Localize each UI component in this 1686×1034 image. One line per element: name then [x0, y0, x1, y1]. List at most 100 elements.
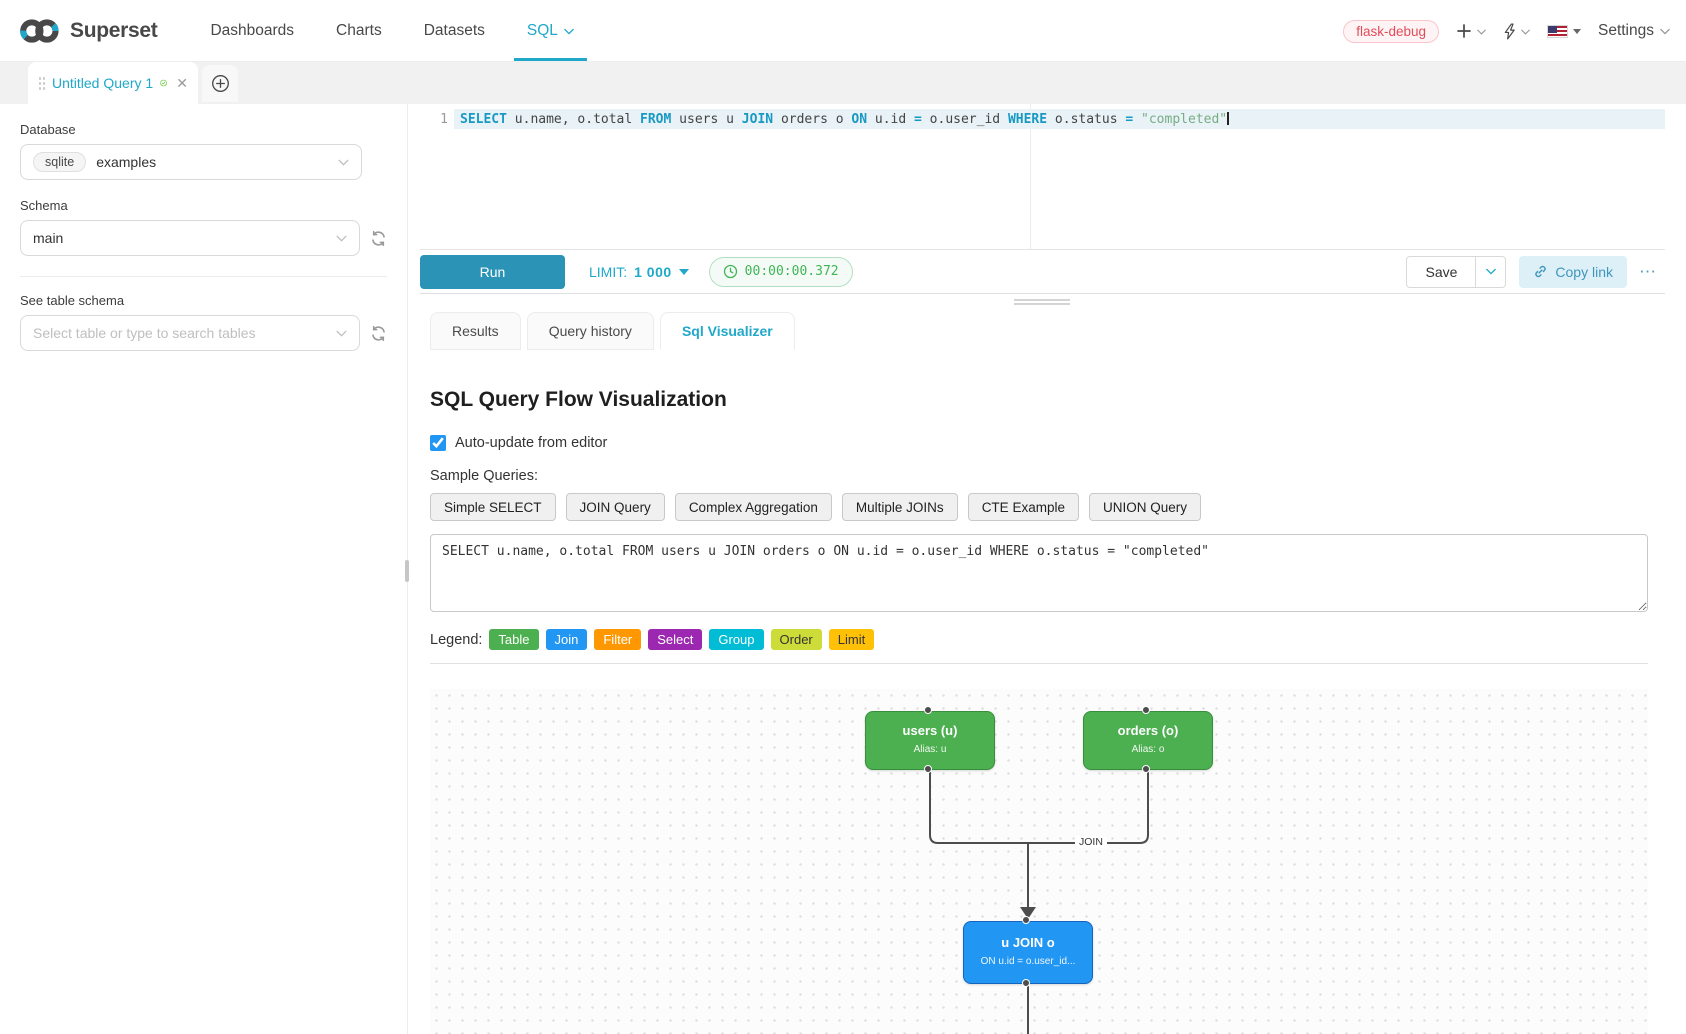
- run-button[interactable]: Run: [420, 254, 565, 289]
- table-select[interactable]: Select table or type to search tables: [20, 315, 360, 351]
- sidebar-divider: [20, 276, 387, 277]
- schema-label: Schema: [20, 198, 68, 213]
- chevron-down-icon: [1521, 22, 1530, 40]
- save-button[interactable]: Save: [1406, 255, 1477, 288]
- caret-down-icon: [678, 268, 689, 275]
- language-picker[interactable]: [1546, 24, 1581, 38]
- top-navbar: Superset Dashboards Charts Datasets SQL …: [0, 0, 1686, 62]
- refresh-tables-icon[interactable]: [370, 325, 387, 342]
- node-handle[interactable]: [1142, 706, 1150, 714]
- chevron-down-icon: [564, 22, 574, 40]
- plus-icon: [1457, 24, 1471, 38]
- sample-union-query-button[interactable]: UNION Query: [1088, 493, 1201, 521]
- node-title: orders (o): [1117, 723, 1179, 738]
- node-handle[interactable]: [924, 706, 932, 714]
- check-circle-icon: [160, 79, 167, 87]
- settings-menu[interactable]: Settings: [1598, 22, 1670, 40]
- sample-multiple-joins-button[interactable]: Multiple JOINs: [841, 493, 958, 521]
- link-icon: [1535, 265, 1547, 278]
- query-tab-bar: Untitled Query 1 ✕: [0, 62, 1686, 104]
- sample-query-buttons: Simple SELECT JOIN Query Complex Aggrega…: [430, 493, 1648, 521]
- main-nav: Dashboards Charts Datasets SQL: [189, 0, 594, 61]
- tab-query-history[interactable]: Query history: [526, 312, 654, 350]
- legend-badge-group: Group: [709, 629, 764, 650]
- more-actions-button[interactable]: ⋯: [1639, 261, 1657, 281]
- new-item-button[interactable]: [1456, 22, 1486, 40]
- nav-item-charts[interactable]: Charts: [336, 21, 382, 39]
- editor-toolbar: Run LIMIT:1 000 00:00:00.372 Save Copy l…: [420, 250, 1665, 294]
- sql-editor[interactable]: 1 SELECT u.name, o.total FROM users u JO…: [420, 104, 1665, 250]
- active-nav-underline: [513, 58, 587, 61]
- query-text-input[interactable]: SELECT u.name, o.total FROM users u JOIN…: [430, 534, 1648, 612]
- save-split-button: Save: [1406, 255, 1507, 288]
- flow-node-users[interactable]: users (u) Alias: u: [865, 711, 995, 770]
- lightning-bolt-icon: [1504, 22, 1515, 40]
- refresh-schemas-icon[interactable]: [370, 230, 387, 247]
- caret-down-icon: [1572, 28, 1581, 34]
- database-select[interactable]: sqlite examples: [20, 144, 362, 180]
- node-title: users (u): [902, 723, 958, 738]
- legend-badge-table: Table: [489, 629, 539, 650]
- join-edge-label: JOIN: [1075, 836, 1107, 848]
- flow-node-orders[interactable]: orders (o) Alias: o: [1083, 711, 1213, 770]
- drag-handle-icon[interactable]: [38, 76, 45, 90]
- nav-item-dashboards[interactable]: Dashboards: [210, 21, 295, 39]
- sample-cte-example-button[interactable]: CTE Example: [967, 493, 1079, 521]
- query-search-button[interactable]: [1503, 22, 1530, 40]
- sql-code-line: SELECT u.name, o.total FROM users u JOIN…: [460, 112, 1229, 127]
- legend-badge-order: Order: [770, 629, 822, 650]
- chevron-down-icon: [336, 229, 347, 247]
- superset-logo[interactable]: Superset: [16, 16, 158, 46]
- query-tab-untitled[interactable]: Untitled Query 1 ✕: [28, 62, 198, 104]
- node-handle[interactable]: [1142, 765, 1150, 773]
- legend-label: Legend:: [430, 631, 483, 648]
- auto-update-checkbox[interactable]: [430, 435, 446, 451]
- chevron-down-icon: [1660, 22, 1670, 40]
- table-schema-label: See table schema: [20, 293, 125, 308]
- node-handle[interactable]: [1022, 916, 1030, 924]
- node-subtitle: Alias: o: [1131, 744, 1165, 755]
- close-tab-icon[interactable]: ✕: [176, 74, 188, 91]
- print-margin-line: [1030, 104, 1031, 249]
- query-tab-label: Untitled Query 1: [52, 75, 154, 91]
- node-subtitle: ON u.id = o.user_id...: [980, 956, 1076, 967]
- tab-sql-visualizer[interactable]: Sql Visualizer: [659, 312, 795, 350]
- sample-queries-label: Sample Queries:: [430, 468, 538, 484]
- save-options-caret[interactable]: [1476, 255, 1507, 288]
- panel-divider: [430, 663, 1648, 664]
- table-select-placeholder: Select table or type to search tables: [33, 325, 256, 341]
- tab-results[interactable]: Results: [430, 312, 521, 350]
- sidebar-resize-handle[interactable]: [405, 560, 409, 582]
- plus-circle-icon: [211, 75, 229, 92]
- add-query-tab-button[interactable]: [202, 65, 238, 102]
- us-flag-icon: [1546, 24, 1568, 38]
- node-handle[interactable]: [924, 765, 932, 773]
- legend-badge-join: Join: [545, 629, 588, 650]
- chevron-down-icon: [336, 324, 347, 342]
- database-value: examples: [96, 154, 157, 170]
- sql-visualizer-panel: SQL Query Flow Visualization Auto-update…: [430, 350, 1648, 1034]
- schema-select[interactable]: main: [20, 220, 360, 256]
- node-handle[interactable]: [1022, 979, 1030, 987]
- node-title: u JOIN o: [1001, 935, 1055, 950]
- sample-complex-aggregation-button[interactable]: Complex Aggregation: [674, 493, 832, 521]
- copy-link-button[interactable]: Copy link: [1519, 255, 1627, 288]
- clock-icon: [723, 264, 737, 279]
- superset-infinity-icon: [20, 18, 59, 43]
- legend-badge-limit: Limit: [828, 629, 875, 650]
- flow-node-join[interactable]: u JOIN o ON u.id = o.user_id...: [963, 921, 1093, 984]
- database-engine-pill: sqlite: [33, 152, 87, 172]
- results-pane-resize-handle[interactable]: [1014, 299, 1070, 307]
- text-cursor: [1227, 112, 1229, 125]
- auto-update-label: Auto-update from editor: [455, 435, 608, 451]
- query-flow-canvas[interactable]: JOIN users (u) Alias: u orders (o) Alias…: [430, 689, 1648, 1034]
- sample-join-query-button[interactable]: JOIN Query: [565, 493, 665, 521]
- limit-dropdown[interactable]: LIMIT:1 000: [589, 264, 689, 280]
- page-title: SQL Query Flow Visualization: [430, 388, 727, 411]
- sql-lab-sidebar: Database sqlite examples Schema main See…: [0, 104, 408, 1034]
- line-number: 1: [440, 112, 448, 127]
- nav-item-datasets[interactable]: Datasets: [423, 21, 485, 39]
- nav-item-sql[interactable]: SQL: [506, 0, 595, 61]
- sample-simple-select-button[interactable]: Simple SELECT: [430, 493, 556, 521]
